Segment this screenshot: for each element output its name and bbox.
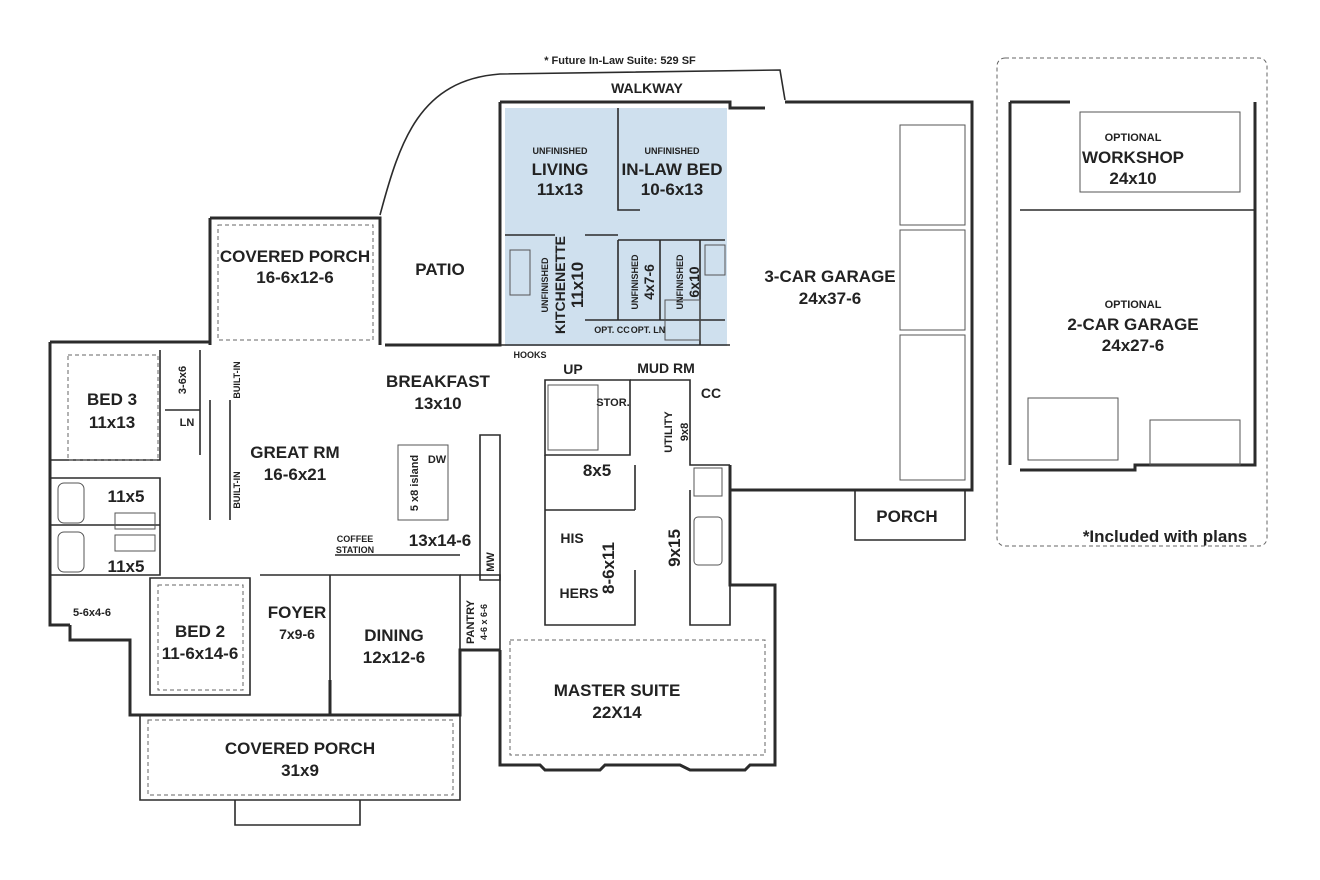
included-note: *Included with plans [1083, 527, 1247, 546]
up-label: UP [563, 361, 582, 377]
built-in-lower: BUILT-IN [232, 471, 242, 508]
patio-label: PATIO [415, 260, 464, 279]
foyer-size: 7x9-6 [279, 626, 315, 642]
kitchenette-name: KITCHENETTE [552, 236, 568, 334]
garage2-size: 24x27-6 [1102, 336, 1164, 355]
dining-name: DINING [364, 626, 424, 645]
living-name: LIVING [532, 160, 589, 179]
front-porch-name: COVERED PORCH [225, 739, 375, 758]
pantry-name: PANTRY [465, 599, 477, 644]
side-porch-label: PORCH [876, 507, 937, 526]
hooks-label: HOOKS [513, 350, 546, 360]
bed2-carpet [157, 584, 244, 691]
master-size: 22X14 [592, 703, 642, 722]
master-carpet [509, 639, 766, 756]
opt-ln-label: OPT. LN [631, 325, 666, 335]
workshop-name: WORKSHOP [1082, 148, 1184, 167]
rear-porch-name: COVERED PORCH [220, 247, 370, 266]
inlaw-leader-line [379, 69, 786, 216]
inlaw-bed-note: UNFINISHED [644, 146, 700, 156]
inlaw-bed-name: IN-LAW BED [621, 160, 722, 179]
main-house-walls [48, 100, 974, 772]
bath1-size: 11x5 [108, 487, 145, 506]
bath2-size: 11x5 [108, 557, 145, 576]
kitchen-size: 13x14-6 [409, 531, 471, 550]
bath-610-note: UNFINISHED [675, 254, 685, 310]
kitchenette-size: 11x10 [568, 262, 587, 308]
breakfast-name: BREAKFAST [386, 372, 491, 391]
foyer-name: FOYER [268, 603, 327, 622]
closet-85-size: 8x5 [583, 461, 611, 480]
front-porch-size: 31x9 [281, 761, 319, 780]
dw-label: DW [428, 454, 447, 466]
breakfast-size: 13x10 [414, 394, 461, 413]
workshop-note: OPTIONAL [1105, 132, 1162, 144]
kitchenette-note: UNFINISHED [540, 257, 550, 313]
living-note: UNFINISHED [532, 146, 588, 156]
cc-label: CC [701, 385, 721, 401]
mw-label: MW [485, 552, 497, 572]
living-size: 11x13 [537, 180, 583, 199]
great-rm-name: GREAT RM [250, 443, 339, 462]
great-rm-size: 16-6x21 [264, 465, 326, 484]
rear-porch-size: 16-6x12-6 [256, 268, 334, 287]
interior-walls [50, 108, 731, 700]
built-in-upper: BUILT-IN [232, 361, 242, 398]
pantry-size: 4-6 x 6-6 [479, 604, 489, 640]
bed2-name: BED 2 [175, 622, 225, 641]
front-porch-structure [139, 715, 461, 826]
inlaw-suite-shading [505, 108, 727, 346]
closet-36-label: 3-6x6 [177, 366, 189, 394]
utility-size: 9x8 [679, 423, 691, 441]
dining-size: 12x12-6 [363, 648, 425, 667]
inlaw-bed-size: 10-6x13 [641, 180, 703, 199]
stor-label: STOR. [596, 397, 629, 409]
garage3-name: 3-CAR GARAGE [764, 267, 895, 286]
inlaw-note: * Future In-Law Suite: 529 SF [544, 55, 696, 67]
workshop-size: 24x10 [1109, 169, 1156, 188]
utility-name: UTILITY [663, 411, 675, 453]
coffee-line2: STATION [336, 545, 374, 555]
bed3-size: 11x13 [89, 413, 135, 432]
optional-garage [996, 57, 1268, 547]
closet-564-label: 5-6x4-6 [73, 607, 111, 619]
bath-610-size: 6x10 [686, 266, 702, 297]
master-bath-size: 9x15 [665, 529, 684, 567]
master-name: MASTER SUITE [554, 681, 681, 700]
coffee-line1: COFFEE [337, 534, 374, 544]
garage3-doors [854, 124, 966, 541]
wic-size: 8-6x11 [599, 542, 618, 594]
closet-47-size: 4x7-6 [641, 264, 657, 300]
hers-label: HERS [560, 585, 599, 601]
opt-cc-label: OPT. CC [594, 325, 630, 335]
garage2-note: OPTIONAL [1105, 299, 1162, 311]
walkway-label: WALKWAY [611, 80, 683, 96]
fixtures [57, 244, 726, 573]
mud-rm-label: MUD RM [637, 360, 695, 376]
closet-47-note: UNFINISHED [630, 254, 640, 310]
island-label: 5 x8 island [409, 455, 421, 511]
his-label: HIS [560, 530, 583, 546]
ln-label: LN [180, 417, 195, 429]
bed3-name: BED 3 [87, 390, 137, 409]
bed2-size: 11-6x14-6 [162, 644, 239, 663]
bed3-carpet [67, 354, 159, 461]
garage3-size: 24x37-6 [799, 289, 861, 308]
garage2-name: 2-CAR GARAGE [1067, 315, 1198, 334]
rear-porch-dashed [217, 224, 374, 341]
